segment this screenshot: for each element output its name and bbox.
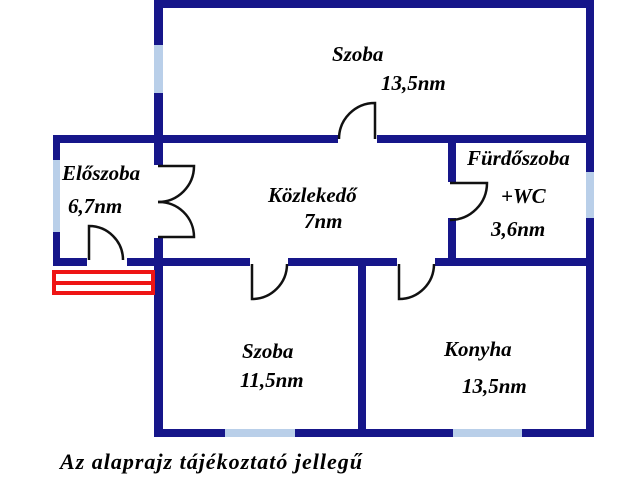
room-label-furdoszoba-wc: +WC [501,184,546,208]
door-swing-double-lower [157,200,196,239]
stairs-step-bottom [52,291,155,295]
room-label-eloszoba-name: Előszoba [62,161,141,185]
room-label-furdoszoba-area: 3,6nm [491,217,546,241]
room-label-kozlekedo-area: 7nm [304,209,343,233]
wall-left-upper [154,0,163,45]
room-label-eloszoba-area: 6,7nm [68,194,123,218]
door-swing-kitchen [397,263,436,301]
wall-south-seg3 [288,258,397,266]
wall-left-lower [154,238,163,437]
wall-top [154,0,594,8]
window-left-top-room [154,45,163,93]
wall-bathroom-left-upper [448,143,456,182]
door-swing-bottom-room [250,263,289,301]
wall-mid-horizontal-left [53,135,338,143]
room-label-konyha-area: 13,5nm [462,374,527,398]
room-label-szoba-also-area: 11,5nm [240,368,304,392]
stairs-rail-right [151,270,155,295]
door-swing-double-upper [157,164,196,204]
wall-bathroom-left-lower [448,218,456,266]
room-label-szoba-also-name: Szoba [242,339,294,363]
wall-eloszoba-left-upper [53,135,60,160]
wall-south-seg1 [53,258,87,266]
door-swing-entrance [87,224,125,261]
wall-left-mid [154,93,163,165]
room-label-furdoszoba-name: Fürdőszoba [467,146,570,170]
wall-mid-horizontal-right [377,135,594,143]
room-label-kozlekedo-name: Közlekedő [268,183,357,207]
room-label-konyha-name: Konyha [444,337,512,361]
door-swing-top-room [337,101,377,140]
wall-eloszoba-left-lower [53,232,60,266]
window-right-bathroom [586,172,594,218]
window-bottom-room [225,429,295,437]
footer-disclaimer: Az alaprajz tájékoztató jellegű [60,449,363,474]
wall-south-seg4 [435,258,594,266]
room-label-szoba-top-name: Szoba [332,42,384,66]
stairs-step-middle [52,281,155,285]
wall-south-seg2 [127,258,250,266]
window-bottom-kitchen [453,429,522,437]
room-label-szoba-top-area: 13,5nm [381,71,446,95]
stairs-rail-left [52,270,56,295]
wall-room-kitchen-divider [358,262,366,437]
door-swing-bathroom [449,181,489,222]
window-eloszoba [53,160,60,232]
wall-right [586,0,594,437]
stairs-step-top [52,270,155,274]
wall-bottom [154,429,594,437]
